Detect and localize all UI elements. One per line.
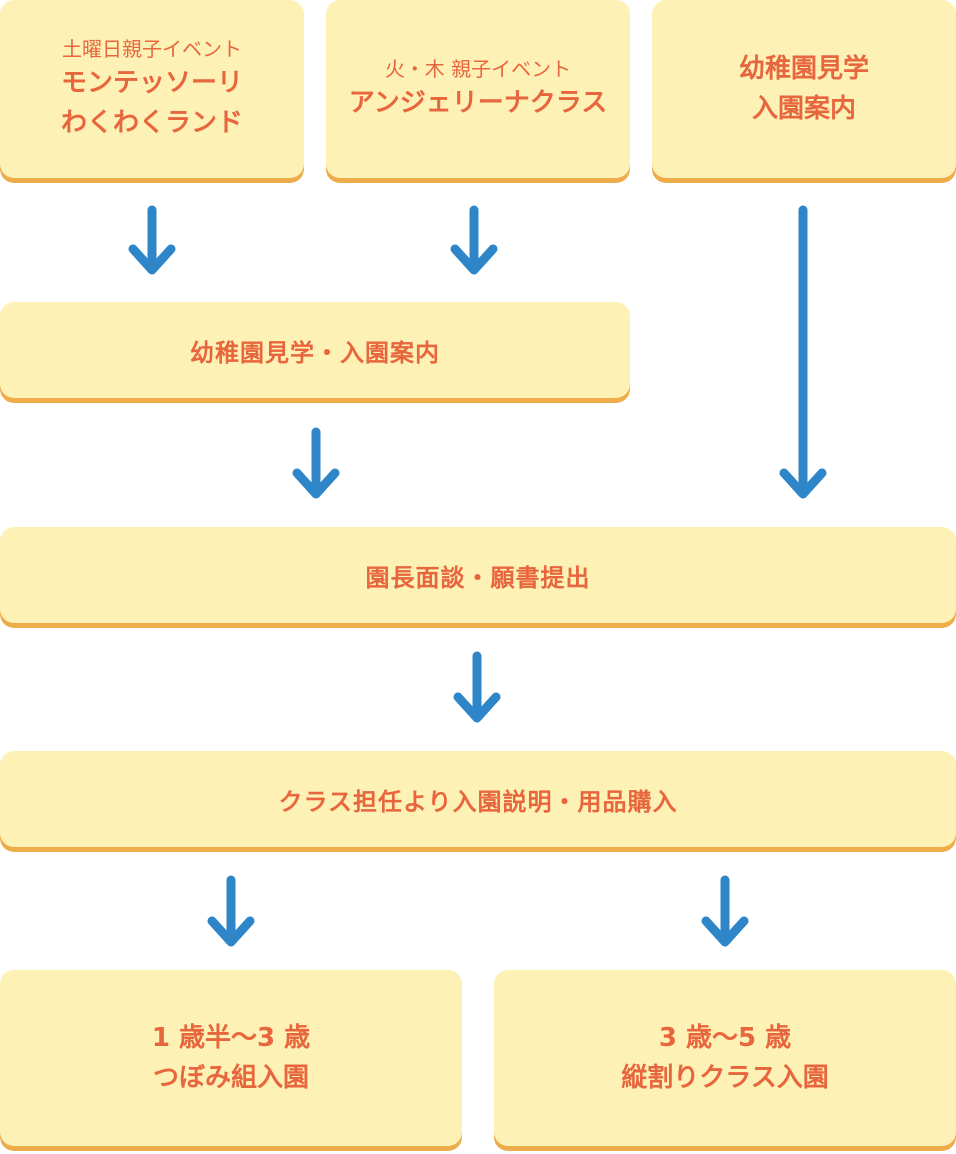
tsubomi-class-name: つぼみ組入園 bbox=[152, 1063, 309, 1093]
tue-thu-event-title: アンジェリーナクラス bbox=[348, 88, 608, 118]
interview-step-label: 園長面談・願書提出 bbox=[365, 563, 591, 592]
arrow-down-icon bbox=[453, 651, 501, 723]
saturday-event-caption: 土曜日親子イベント bbox=[62, 37, 242, 61]
box-kindergarten-tour: 幼稚園見学 入園案内 bbox=[652, 0, 956, 178]
box-tue-thu-event: 火・木 親子イベント アンジェリーナクラス bbox=[326, 0, 630, 178]
kindergarten-tour-line2: 入園案内 bbox=[751, 94, 856, 124]
tsubomi-age-range: 1 歳半〜3 歳 bbox=[151, 1023, 311, 1053]
tour-step-label: 幼稚園見学・入園案内 bbox=[190, 338, 440, 367]
saturday-event-title-line1: モンテッソーリ bbox=[60, 68, 243, 98]
saturday-event-title-line2: わくわくランド bbox=[60, 108, 243, 138]
box-mixed-age-class: 3 歳〜5 歳 縦割りクラス入園 bbox=[494, 970, 956, 1146]
box-tsubomi-class: 1 歳半〜3 歳 つぼみ組入園 bbox=[0, 970, 462, 1146]
box-saturday-event: 土曜日親子イベント モンテッソーリ わくわくランド bbox=[0, 0, 304, 178]
mixed-age-class-name: 縦割りクラス入園 bbox=[621, 1063, 829, 1093]
arrow-down-icon bbox=[450, 205, 498, 275]
arrow-down-icon bbox=[207, 875, 255, 947]
mixed-age-range: 3 歳〜5 歳 bbox=[658, 1023, 792, 1053]
arrow-down-icon bbox=[779, 205, 827, 499]
arrow-down-icon bbox=[701, 875, 749, 947]
tue-thu-event-caption: 火・木 親子イベント bbox=[384, 57, 572, 81]
kindergarten-tour-line1: 幼稚園見学 bbox=[738, 54, 869, 84]
arrow-down-icon bbox=[128, 205, 176, 275]
box-interview-step: 園長面談・願書提出 bbox=[0, 527, 956, 623]
box-explanation-step: クラス担任より入園説明・用品購入 bbox=[0, 751, 956, 847]
box-tour-step: 幼稚園見学・入園案内 bbox=[0, 302, 630, 398]
explanation-step-label: クラス担任より入園説明・用品購入 bbox=[278, 787, 678, 816]
arrow-down-icon bbox=[292, 427, 340, 499]
